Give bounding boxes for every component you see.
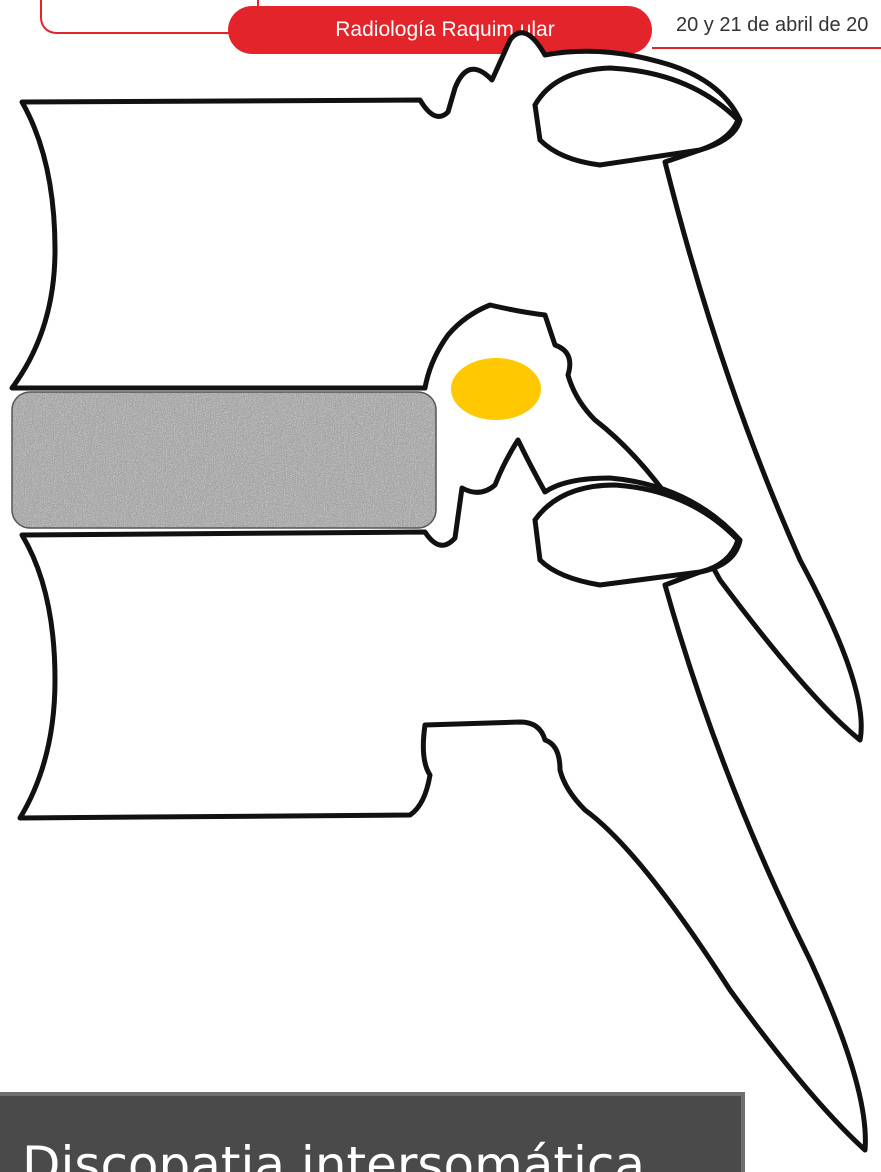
caption-text: Discopatia intersomática [22, 1136, 645, 1172]
caption-box: Discopatia intersomática [0, 1092, 745, 1172]
lower-vertebra [20, 440, 865, 1150]
intervertebral-disc [12, 392, 436, 528]
foramen-highlight [451, 358, 541, 420]
